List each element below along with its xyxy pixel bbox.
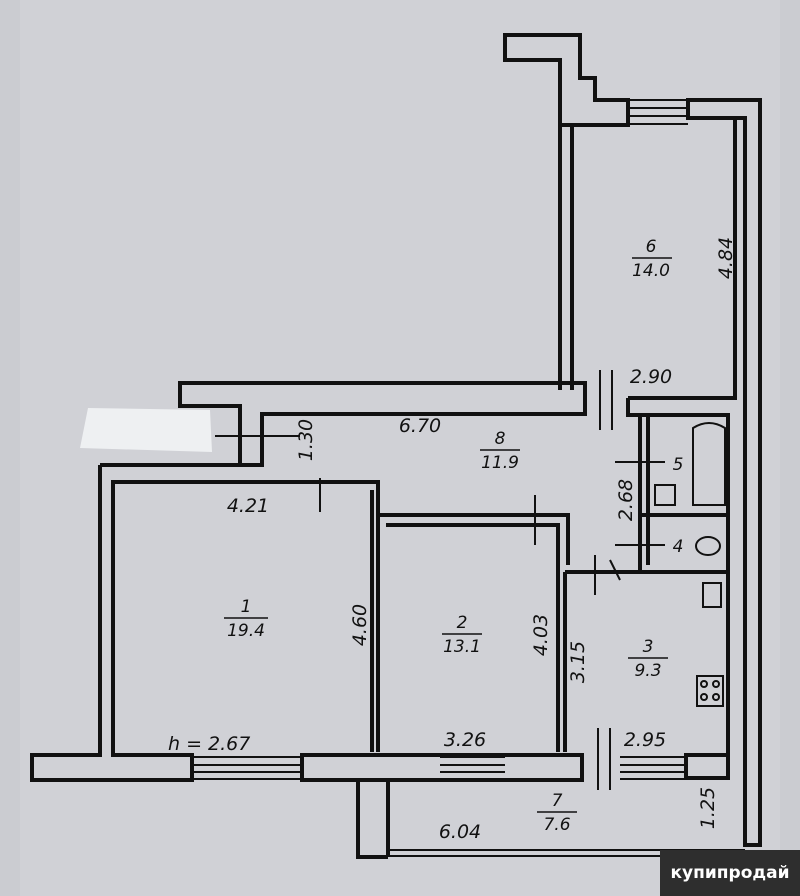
dim-604: 6.04 — [439, 821, 481, 843]
tape-piece — [80, 408, 212, 452]
room6-number: 6 — [646, 237, 657, 257]
burner-2 — [712, 680, 720, 688]
room6-area: 14.0 — [632, 261, 670, 281]
dim-290: 2.90 — [630, 366, 672, 388]
wall-right-outer — [686, 98, 762, 847]
burner-3 — [700, 693, 708, 701]
wall-room2-inner — [386, 523, 560, 752]
wall-bath-right — [626, 398, 730, 760]
dim-421: 4.21 — [227, 495, 269, 517]
room1-area: 19.4 — [227, 621, 265, 641]
room1-number: 1 — [241, 597, 252, 617]
room3-number: 3 — [643, 637, 654, 657]
window-room6 — [628, 99, 688, 125]
toilet — [695, 536, 721, 556]
wall-balcony-left — [302, 778, 388, 859]
ceiling-height: h = 2.67 — [168, 733, 250, 755]
burner-4 — [712, 693, 720, 701]
window-room2 — [440, 756, 505, 780]
bathtub — [692, 422, 726, 506]
dim-670: 6.70 — [399, 415, 441, 437]
sink-bath — [654, 484, 676, 506]
dim-295: 2.95 — [624, 729, 666, 751]
wall-corridor-top — [178, 381, 587, 467]
room2-number: 2 — [457, 613, 468, 633]
wall-room6-right — [628, 118, 737, 400]
dim-403: 4.03 — [530, 614, 552, 656]
tick-295 — [597, 728, 611, 790]
dim-125: 1.25 — [697, 787, 719, 829]
room3-area: 9.3 — [634, 661, 661, 681]
kitchen-sink — [702, 582, 722, 608]
dim-460: 4.60 — [349, 604, 371, 646]
dim-484: 4.84 — [715, 237, 737, 279]
dim-326: 3.26 — [444, 729, 486, 751]
stove — [696, 675, 724, 707]
room5-number: 5 — [673, 455, 684, 475]
dim-268: 2.68 — [615, 479, 637, 521]
room4-number: 4 — [673, 537, 684, 557]
tick-268 — [615, 461, 665, 546]
room7-number: 7 — [552, 791, 563, 811]
wall-room2-top — [378, 513, 570, 565]
window-room1 — [192, 756, 302, 780]
room7-area: 7.6 — [543, 815, 570, 835]
room8-area: 11.9 — [481, 453, 519, 473]
dim-315: 3.15 — [567, 641, 589, 683]
room2-area: 13.1 — [443, 637, 481, 657]
dim-130: 1.30 — [295, 419, 317, 461]
wall-room1-right — [262, 480, 380, 752]
watermark-badge: купипродай — [660, 850, 800, 896]
room8-number: 8 — [495, 429, 506, 449]
tick-290 — [599, 370, 613, 430]
tick-315 — [594, 555, 621, 595]
burner-1 — [700, 680, 708, 688]
window-room3 — [620, 756, 686, 780]
wall-bottom-right — [684, 753, 730, 780]
